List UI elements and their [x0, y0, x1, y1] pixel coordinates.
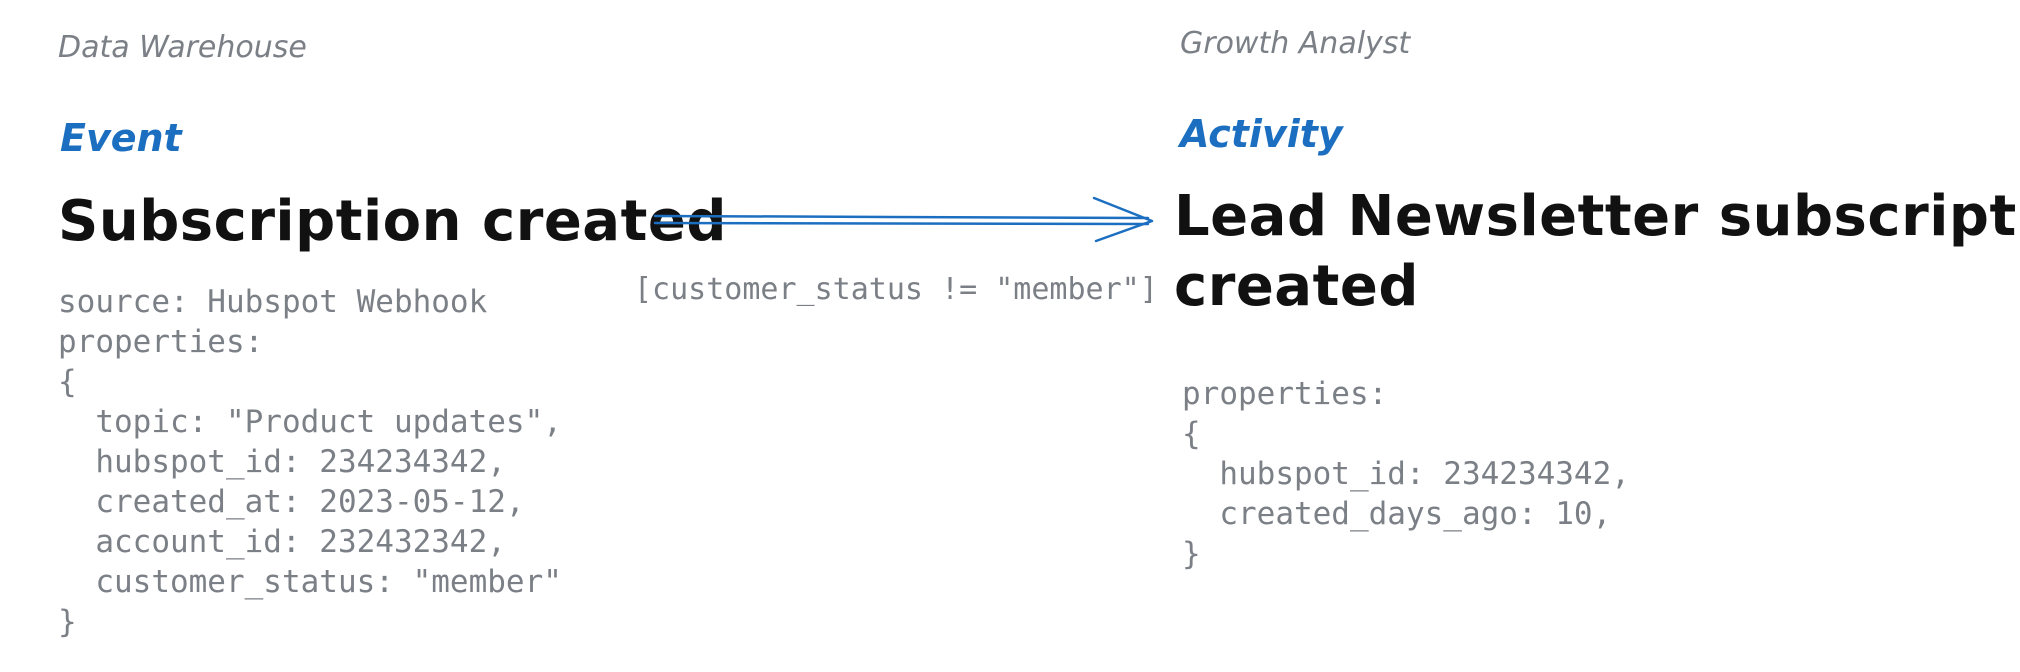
arrow-icon — [653, 196, 1154, 243]
source-section-label: Data Warehouse — [58, 30, 307, 65]
target-title-line: created — [1174, 254, 1419, 319]
target-title: Lead Newsletter subscription created — [1174, 182, 2020, 322]
code-line: { — [58, 364, 77, 400]
code-line: customer_status: "member" — [58, 564, 562, 600]
code-line: source: Hubspot Webhook — [58, 284, 488, 320]
transition-condition: [customer_status != "member"] — [634, 272, 1158, 307]
code-line: hubspot_id: 234234342, — [1182, 456, 1630, 492]
target-title-line: Lead Newsletter subscription — [1174, 184, 2020, 249]
code-line: properties: — [58, 324, 264, 360]
arrow-head — [1092, 196, 1154, 243]
target-properties-block: properties: { hubspot_id: 234234342, cre… — [1182, 374, 1630, 574]
code-line: hubspot_id: 234234342, — [58, 444, 506, 480]
arrow-shaft-top — [653, 214, 1150, 220]
target-section-label: Growth Analyst — [1180, 26, 1411, 61]
code-line: account_id: 232432342, — [58, 524, 506, 560]
source-title: Subscription created — [58, 189, 727, 254]
source-type-label: Event — [60, 116, 182, 160]
target-type-label: Activity — [1180, 112, 1343, 156]
code-line: } — [1182, 536, 1201, 572]
arrow-shaft-bottom — [653, 221, 1150, 226]
code-line: { — [1182, 416, 1201, 452]
code-line: topic: "Product updates", — [58, 404, 562, 440]
code-line: created_at: 2023-05-12, — [58, 484, 525, 520]
code-line: created_days_ago: 10, — [1182, 496, 1612, 532]
code-line: } — [58, 604, 77, 640]
code-line: properties: — [1182, 376, 1388, 412]
source-properties-block: source: Hubspot Webhook properties: { to… — [58, 282, 562, 642]
